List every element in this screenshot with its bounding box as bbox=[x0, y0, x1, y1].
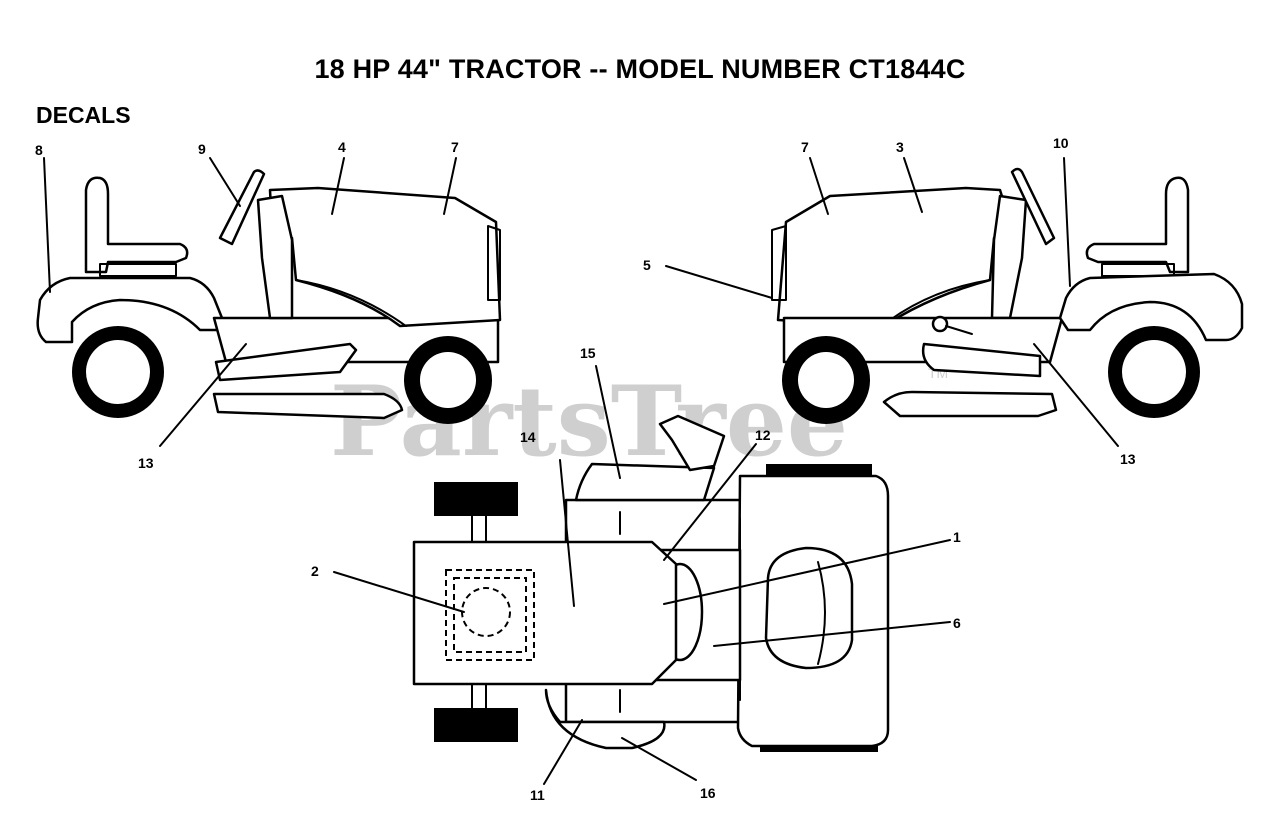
leader-12 bbox=[663, 443, 757, 561]
section-label: DECALS bbox=[36, 102, 131, 128]
leader-6 bbox=[713, 621, 951, 647]
diagram-title: 18 HP 44" TRACTOR -- MODEL NUMBER CT1844… bbox=[314, 54, 966, 84]
leader-3 bbox=[903, 157, 923, 213]
leader-4 bbox=[331, 157, 345, 215]
callout-6: 6 bbox=[953, 615, 961, 631]
leader-9 bbox=[209, 157, 241, 207]
callout-1: 1 bbox=[953, 529, 961, 545]
leader-16 bbox=[621, 737, 697, 781]
leader-10 bbox=[1063, 157, 1071, 287]
callout-11: 11 bbox=[530, 787, 545, 803]
leader-13a bbox=[159, 343, 247, 447]
right-side-tractor bbox=[665, 157, 1244, 447]
leader-11 bbox=[543, 719, 583, 785]
leader-14 bbox=[559, 459, 575, 607]
leader-13b bbox=[1033, 343, 1119, 447]
leader-7a bbox=[443, 157, 457, 215]
callout-16: 16 bbox=[700, 785, 716, 801]
callout-12: 12 bbox=[755, 427, 771, 443]
callout-3: 3 bbox=[896, 139, 904, 155]
leader-8 bbox=[43, 157, 51, 293]
leader-15 bbox=[595, 365, 621, 479]
callout-2: 2 bbox=[311, 563, 319, 579]
callout-4: 4 bbox=[338, 139, 346, 155]
leader-2 bbox=[333, 571, 465, 613]
callout-13-left: 13 bbox=[138, 455, 154, 471]
callout-8: 8 bbox=[35, 142, 43, 158]
left-side-tractor bbox=[36, 157, 502, 447]
callout-7-left: 7 bbox=[451, 139, 459, 155]
callout-9: 9 bbox=[198, 141, 206, 157]
leader-1 bbox=[663, 539, 951, 605]
callout-15: 15 bbox=[580, 345, 596, 361]
callout-5: 5 bbox=[643, 257, 651, 273]
callout-13-right: 13 bbox=[1120, 451, 1136, 467]
callout-10: 10 bbox=[1053, 135, 1069, 151]
callout-14: 14 bbox=[520, 429, 536, 445]
leader-7b bbox=[809, 157, 829, 215]
callout-7-right: 7 bbox=[801, 139, 809, 155]
top-view-tractor bbox=[333, 365, 951, 785]
leader-5 bbox=[665, 265, 773, 299]
